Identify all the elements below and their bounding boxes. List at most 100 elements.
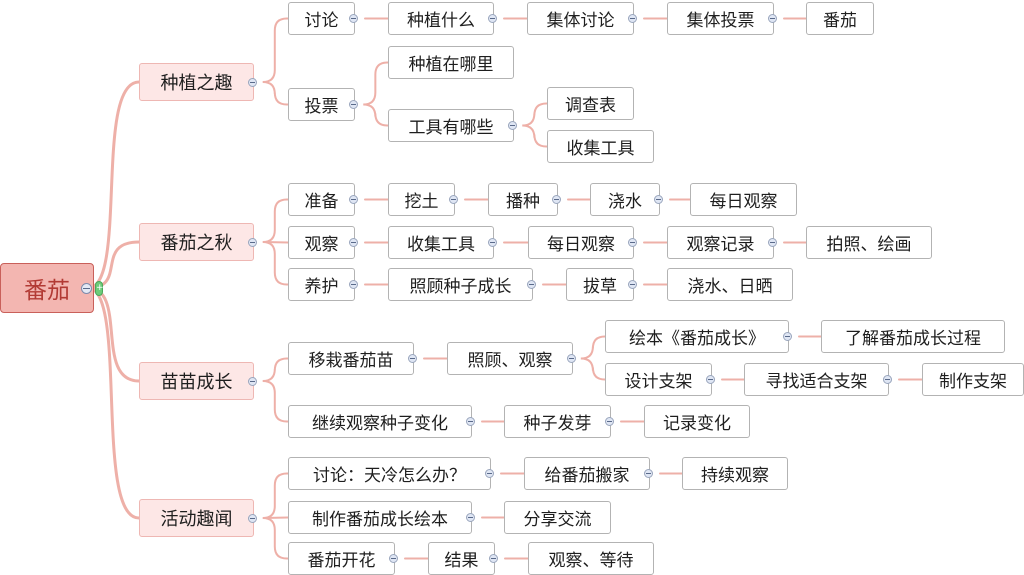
link-n6-n8 <box>363 103 389 127</box>
collapse-toggle-icon[interactable] <box>628 280 637 289</box>
collapse-toggle-icon[interactable] <box>605 417 614 426</box>
subtopic[interactable]: 讨论 <box>288 2 355 35</box>
subtopic[interactable]: 种子发芽 <box>504 405 611 438</box>
subtopic[interactable]: 养护 <box>288 268 355 301</box>
collapse-toggle-icon[interactable] <box>552 195 561 204</box>
collapse-toggle-icon[interactable] <box>408 354 417 363</box>
subtopic[interactable]: 寻找适合支架 <box>744 363 889 396</box>
collapse-toggle-icon[interactable] <box>644 469 653 478</box>
subtopic[interactable]: 移栽番茄苗 <box>288 342 414 375</box>
collapse-toggle-icon[interactable] <box>488 14 497 23</box>
collapse-toggle-icon[interactable] <box>349 280 358 289</box>
link-b4-n35 <box>262 472 289 519</box>
subtopic[interactable]: 挖土 <box>388 183 455 216</box>
collapse-toggle-icon[interactable] <box>508 121 517 130</box>
collapse-toggle-icon[interactable] <box>628 238 637 247</box>
subtopic[interactable]: 观察 <box>288 226 355 259</box>
subtopic[interactable]: 设计支架 <box>605 363 712 396</box>
main-topic[interactable]: 苗苗成长 <box>139 362 254 400</box>
subtopic[interactable]: 分享交流 <box>504 501 611 534</box>
collapse-toggle-icon[interactable] <box>654 195 663 204</box>
link-n8-n10 <box>522 124 548 148</box>
subtopic[interactable]: 投票 <box>288 88 355 121</box>
subtopic[interactable]: 制作番茄成长绘本 <box>288 501 472 534</box>
subtopic[interactable]: 记录变化 <box>644 405 750 438</box>
collapse-toggle-icon[interactable] <box>81 282 92 294</box>
link-root-b4 <box>86 286 141 520</box>
collapse-toggle-icon[interactable] <box>248 237 257 247</box>
collapse-toggle-icon[interactable] <box>349 238 358 247</box>
link-n8-n9 <box>522 102 548 127</box>
link-b1-n6 <box>262 81 289 106</box>
subtopic[interactable]: 收集工具 <box>388 226 494 259</box>
link-b1-n1 <box>262 17 289 83</box>
link-n26-n27 <box>580 335 606 360</box>
subtopic[interactable]: 继续观察种子变化 <box>288 405 472 438</box>
collapse-toggle-icon[interactable] <box>706 375 715 384</box>
subtopic[interactable]: 收集工具 <box>547 130 654 163</box>
link-b2-n21 <box>262 241 289 286</box>
link-b3-n32 <box>262 380 289 423</box>
subtopic[interactable]: 绘本《番茄成长》 <box>605 320 789 353</box>
main-topic[interactable]: 活动趣闻 <box>139 499 254 537</box>
collapse-toggle-icon[interactable] <box>628 14 637 23</box>
subtopic[interactable]: 调查表 <box>547 87 634 120</box>
collapse-toggle-icon[interactable] <box>466 513 475 522</box>
subtopic[interactable]: 制作支架 <box>922 363 1024 396</box>
collapse-toggle-icon[interactable] <box>449 195 458 204</box>
add-topic-icon[interactable]: + <box>95 281 104 296</box>
subtopic[interactable]: 浇水 <box>590 183 660 216</box>
link-n26-n29 <box>580 357 606 381</box>
subtopic[interactable]: 拍照、绘画 <box>806 226 932 259</box>
link-root-b3 <box>86 286 141 383</box>
collapse-toggle-icon[interactable] <box>349 100 358 109</box>
subtopic[interactable]: 每日观察 <box>690 183 797 216</box>
subtopic[interactable]: 集体讨论 <box>527 2 634 35</box>
collapse-toggle-icon[interactable] <box>248 513 257 523</box>
subtopic[interactable]: 结果 <box>428 542 495 575</box>
subtopic[interactable]: 种植在哪里 <box>388 46 514 79</box>
collapse-toggle-icon[interactable] <box>567 354 576 363</box>
main-topic[interactable]: 番茄之秋 <box>139 223 254 261</box>
subtopic[interactable]: 准备 <box>288 183 355 216</box>
subtopic[interactable]: 给番茄搬家 <box>524 457 650 490</box>
subtopic[interactable]: 拔草 <box>566 268 634 301</box>
subtopic[interactable]: 种植什么 <box>388 2 494 35</box>
link-n6-n7 <box>363 61 389 106</box>
collapse-toggle-icon[interactable] <box>466 417 475 426</box>
subtopic[interactable]: 讨论：天冷怎么办？ <box>288 457 491 490</box>
link-b2-n11 <box>262 198 289 243</box>
subtopic[interactable]: 浇水、日晒 <box>667 268 793 301</box>
subtopic[interactable]: 照顾、观察 <box>447 342 573 375</box>
main-topic[interactable]: 种植之趣 <box>139 63 254 101</box>
collapse-toggle-icon[interactable] <box>485 469 494 478</box>
subtopic[interactable]: 观察、等待 <box>528 542 654 575</box>
link-root-b1 <box>86 80 141 290</box>
collapse-toggle-icon[interactable] <box>248 77 257 87</box>
subtopic[interactable]: 播种 <box>488 183 558 216</box>
collapse-toggle-icon[interactable] <box>783 332 792 341</box>
subtopic[interactable]: 观察记录 <box>667 226 774 259</box>
collapse-toggle-icon[interactable] <box>768 14 777 23</box>
subtopic[interactable]: 持续观察 <box>682 457 788 490</box>
collapse-toggle-icon[interactable] <box>349 14 358 23</box>
collapse-toggle-icon[interactable] <box>488 238 497 247</box>
subtopic[interactable]: 番茄 <box>806 2 874 35</box>
subtopic[interactable]: 每日观察 <box>528 226 634 259</box>
collapse-toggle-icon[interactable] <box>248 376 257 386</box>
collapse-toggle-icon[interactable] <box>883 375 892 384</box>
collapse-toggle-icon[interactable] <box>768 238 777 247</box>
subtopic[interactable]: 了解番茄成长过程 <box>821 320 1005 353</box>
collapse-toggle-icon[interactable] <box>527 280 536 289</box>
collapse-toggle-icon[interactable] <box>489 554 498 563</box>
link-b4-n40 <box>262 517 289 560</box>
subtopic[interactable]: 番茄开花 <box>288 542 395 575</box>
subtopic[interactable]: 工具有哪些 <box>388 109 514 142</box>
subtopic[interactable]: 集体投票 <box>667 2 774 35</box>
collapse-toggle-icon[interactable] <box>389 554 398 563</box>
collapse-toggle-icon[interactable] <box>349 195 358 204</box>
root-topic[interactable]: 番茄 <box>0 263 94 313</box>
subtopic[interactable]: 照顾种子成长 <box>388 268 533 301</box>
